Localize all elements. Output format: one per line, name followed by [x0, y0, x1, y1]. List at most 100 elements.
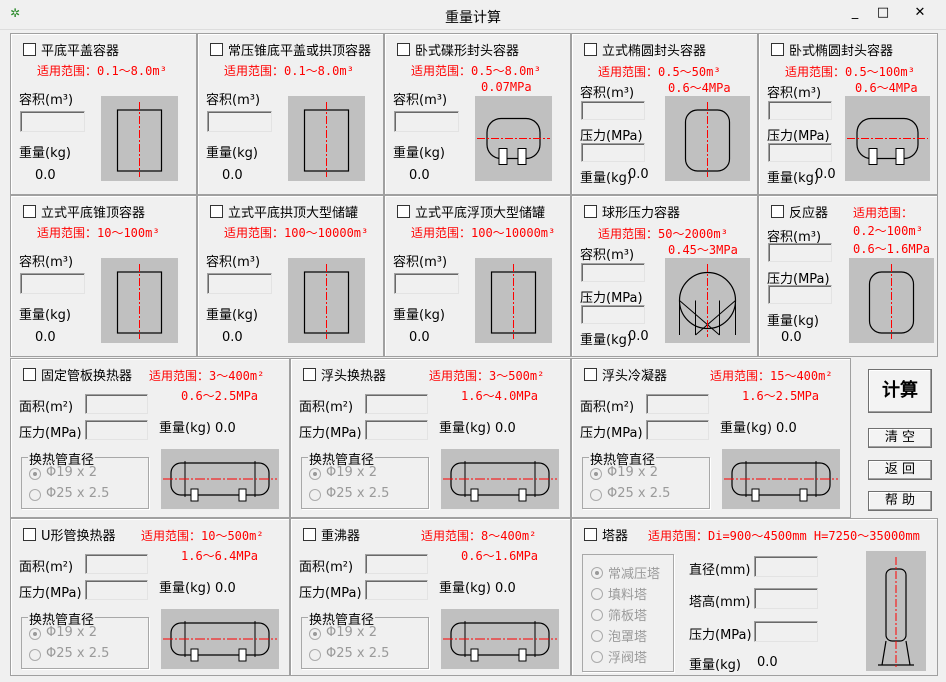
range-text: 适用范围：0.1～8.0m³	[224, 64, 354, 78]
weight-label: 重量(kg) 0.0	[439, 581, 516, 596]
tube-diameter-option: Φ19 x 2	[326, 465, 378, 480]
pressure-input[interactable]	[85, 580, 148, 600]
weight-value: 0.0	[409, 330, 430, 345]
tower-type-radio[interactable]	[591, 630, 603, 642]
pressure-input[interactable]	[754, 621, 818, 642]
volume-label: 容积(m³)	[206, 93, 261, 108]
area-input[interactable]	[646, 394, 709, 414]
volume-input[interactable]	[20, 111, 85, 132]
weight-label: 重量(kg) 0.0	[159, 421, 236, 436]
checkbox[interactable]	[584, 368, 597, 381]
checkbox[interactable]	[397, 43, 410, 56]
area-input[interactable]	[85, 394, 148, 414]
pressure-label: 压力(MPa)	[19, 426, 82, 441]
tube-diameter-radio[interactable]	[29, 628, 41, 640]
volume-label: 容积(m³)	[393, 93, 448, 108]
tower-type-radio[interactable]	[591, 651, 603, 663]
tube-diameter-option: Φ19 x 2	[46, 465, 98, 480]
pressure-label: 压力(MPa)	[689, 628, 752, 643]
tube-diameter-radio[interactable]	[309, 468, 321, 480]
checkbox[interactable]	[210, 205, 223, 218]
app-icon: ✲	[10, 6, 21, 20]
close-button[interactable]: ✕	[914, 5, 926, 20]
volume-input[interactable]	[394, 273, 459, 294]
tube-diameter-radio[interactable]	[309, 489, 321, 501]
pressure-input[interactable]	[768, 285, 832, 304]
panel-title: 立式平底浮顶大型储罐	[415, 206, 546, 221]
pressure-input[interactable]	[365, 580, 428, 600]
volume-input[interactable]	[768, 101, 832, 120]
clear-button[interactable]: 清 空	[868, 428, 932, 448]
area-input[interactable]	[365, 554, 428, 574]
checkbox[interactable]	[23, 528, 36, 541]
pressure-input[interactable]	[581, 143, 645, 162]
volume-input[interactable]	[394, 111, 459, 132]
volume-input[interactable]	[581, 101, 645, 120]
checkbox[interactable]	[303, 368, 316, 381]
panel-title: 常压锥底平盖或拱顶容器	[228, 44, 372, 59]
panel-title: 反应器	[789, 206, 829, 221]
checkbox[interactable]	[584, 205, 597, 218]
minimize-button[interactable]: _	[851, 5, 859, 20]
checkbox[interactable]	[584, 528, 597, 541]
checkbox[interactable]	[397, 205, 410, 218]
tube-diameter-radio[interactable]	[29, 468, 41, 480]
panel-title: 卧式椭圆封头容器	[789, 44, 894, 59]
checkbox[interactable]	[771, 43, 784, 56]
tube-diameter-radio[interactable]	[590, 489, 602, 501]
area-input[interactable]	[85, 554, 148, 574]
pressure-label: 压力(MPa)	[299, 586, 362, 601]
volume-input[interactable]	[207, 111, 272, 132]
tube-diameter-radio[interactable]	[309, 628, 321, 640]
panel-title: 浮头冷凝器	[602, 369, 668, 384]
tube-diameter-radio[interactable]	[29, 489, 41, 501]
pressure-input[interactable]	[768, 143, 832, 162]
back-button[interactable]: 返 回	[868, 460, 932, 480]
checkbox[interactable]	[303, 528, 316, 541]
pressure-range-text: 0.6～4MPa	[668, 81, 731, 95]
volume-input[interactable]	[768, 243, 832, 262]
volume-input[interactable]	[581, 263, 645, 282]
volume-input[interactable]	[20, 273, 85, 294]
diameter-input[interactable]	[754, 556, 818, 577]
tower-type-label: 泡罩塔	[608, 630, 648, 645]
checkbox[interactable]	[584, 43, 597, 56]
tube-diameter-radio[interactable]	[29, 649, 41, 661]
checkbox[interactable]	[23, 368, 36, 381]
tower-type-radio[interactable]	[591, 567, 603, 579]
help-button[interactable]: 帮 助	[868, 491, 932, 511]
checkbox[interactable]	[210, 43, 223, 56]
checkbox[interactable]	[23, 43, 36, 56]
checkbox[interactable]	[23, 205, 36, 218]
vessel-diagram	[665, 96, 750, 181]
weight-label: 重量(kg)	[19, 308, 71, 323]
pressure-input[interactable]	[581, 305, 645, 324]
maximize-button[interactable]: □	[876, 5, 890, 20]
pressure-input[interactable]	[85, 420, 148, 440]
vessel-diagram	[161, 449, 279, 509]
pressure-input[interactable]	[646, 420, 709, 440]
area-label: 面积(m²)	[580, 400, 635, 415]
height-input[interactable]	[754, 588, 818, 609]
area-label: 面积(m²)	[299, 400, 354, 415]
calculate-button[interactable]: 计算	[868, 369, 932, 413]
pressure-range-text: 0.07MPa	[481, 80, 532, 94]
checkbox[interactable]	[771, 205, 784, 218]
weight-label: 重量(kg)	[19, 146, 71, 161]
tube-diameter-radio[interactable]	[590, 468, 602, 480]
pressure-input[interactable]	[365, 420, 428, 440]
tower-type-radio[interactable]	[591, 588, 603, 600]
panel-title: 立式平底锥顶容器	[41, 206, 146, 221]
tube-diameter-radio[interactable]	[309, 649, 321, 661]
volume-input[interactable]	[207, 273, 272, 294]
area-input[interactable]	[365, 394, 428, 414]
tower-type-radio[interactable]	[591, 609, 603, 621]
